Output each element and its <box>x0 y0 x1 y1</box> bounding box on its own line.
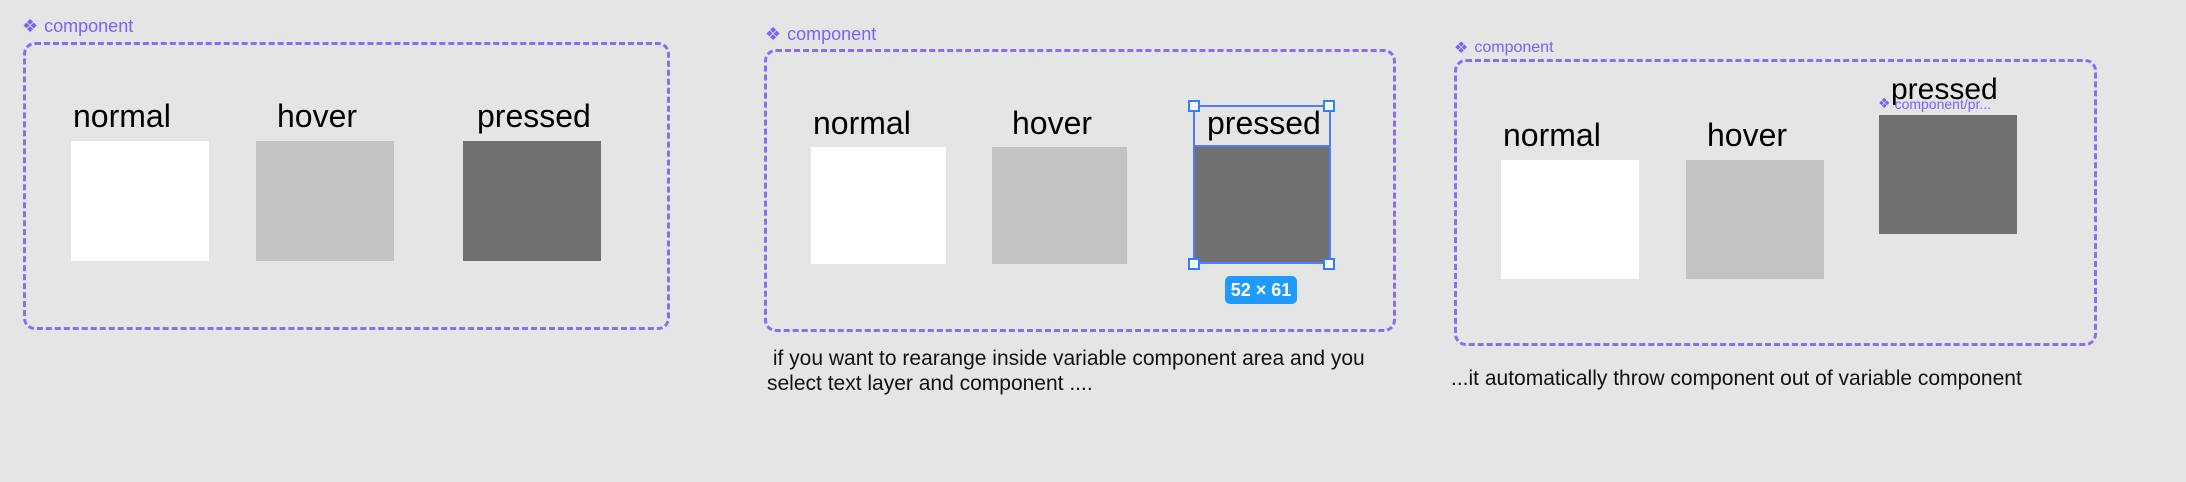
component-frame-label[interactable]: ❖ component <box>22 16 133 37</box>
component-frame-label[interactable]: ❖ component <box>765 24 876 45</box>
pressed-swatch[interactable] <box>463 141 601 261</box>
component-frame-name: component <box>44 16 134 36</box>
detached-component-label[interactable]: ❖ component/pr... <box>1878 96 1991 112</box>
detached-component-name: component/pr... <box>1894 96 1992 112</box>
state-label-hover: hover <box>1012 105 1093 141</box>
selection-divider <box>1193 145 1331 147</box>
component-frame-label[interactable]: ❖ component <box>1454 38 1554 57</box>
normal-swatch[interactable] <box>1501 160 1639 279</box>
component-icon: ❖ <box>765 24 782 45</box>
state-label-normal: normal <box>73 98 171 134</box>
selection-size-badge: 52 × 61 <box>1225 276 1297 304</box>
resize-handle-top-right[interactable] <box>1323 100 1335 112</box>
hover-swatch[interactable] <box>256 141 394 261</box>
variant-frame[interactable] <box>23 42 670 330</box>
variant-frame[interactable] <box>764 49 1396 332</box>
component-icon: ❖ <box>1454 38 1469 57</box>
component-frame-name: component <box>1474 38 1554 56</box>
caption: ...it automatically throw component out … <box>1451 367 2022 390</box>
hover-swatch[interactable] <box>992 147 1127 264</box>
caption-line-1: if you want to rearange inside variable … <box>767 347 1365 370</box>
component-icon: ❖ <box>22 16 39 37</box>
state-label-normal: normal <box>1503 117 1601 153</box>
state-label-hover: hover <box>277 98 358 134</box>
component-frame-name: component <box>787 24 877 44</box>
state-label-normal: normal <box>813 105 911 141</box>
state-label-hover: hover <box>1707 117 1788 153</box>
variant-frame[interactable] <box>1454 59 2097 346</box>
normal-swatch[interactable] <box>811 147 946 264</box>
selection-box[interactable] <box>1193 105 1331 264</box>
state-label-pressed: pressed <box>477 98 591 134</box>
pressed-swatch[interactable] <box>1879 115 2017 234</box>
state-label-pressed: pressed <box>1207 105 1321 141</box>
resize-handle-bottom-right[interactable] <box>1323 258 1335 270</box>
resize-handle-bottom-left[interactable] <box>1188 258 1200 270</box>
state-label-pressed: pressed <box>1891 73 1998 106</box>
hover-swatch[interactable] <box>1686 160 1824 279</box>
component-icon: ❖ <box>1878 96 1891 112</box>
normal-swatch[interactable] <box>71 141 209 261</box>
pressed-swatch[interactable] <box>1194 147 1329 264</box>
caption-line-2: select text layer and component .... <box>767 372 1093 395</box>
resize-handle-top-left[interactable] <box>1188 100 1200 112</box>
